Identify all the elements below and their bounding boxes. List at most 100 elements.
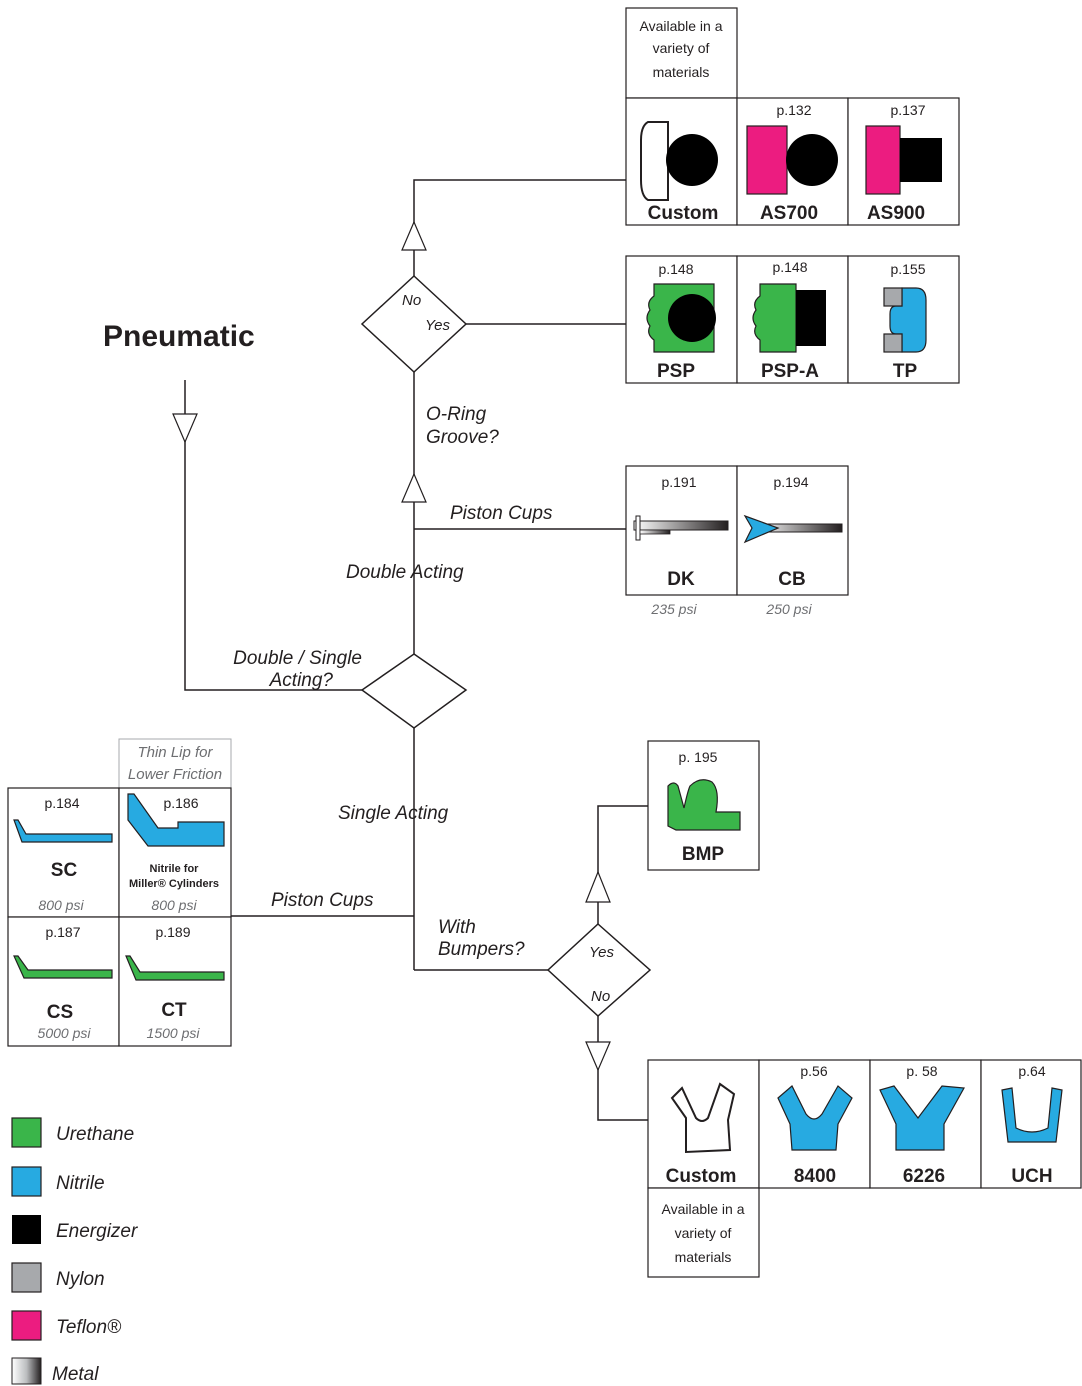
oring-no-label: No bbox=[402, 292, 421, 309]
nitrile-u-cup-icon-uch bbox=[1001, 1087, 1063, 1143]
product-psp-a[interactable]: p.148 PSP-A bbox=[736, 255, 849, 384]
legend-item-urethane: Urethane bbox=[11, 1117, 134, 1148]
svg-text:Urethane: Urethane bbox=[56, 1124, 134, 1145]
svg-text:AS900: AS900 bbox=[867, 203, 925, 224]
svg-text:Teflon®: Teflon® bbox=[56, 1317, 121, 1338]
arrow-down-start bbox=[172, 413, 198, 444]
nitrile-nylon-icon bbox=[883, 287, 927, 353]
product-bmp[interactable]: p. 195 BMP bbox=[647, 740, 760, 871]
arrow-up-to-oring bbox=[401, 472, 427, 503]
arrow-up-bumpers-yes bbox=[585, 870, 611, 903]
line-bumpers-no bbox=[597, 1015, 648, 1121]
svg-text:PSP: PSP bbox=[657, 361, 695, 382]
svg-text:p.184: p.184 bbox=[44, 795, 79, 811]
piston-cups-double-label: Piston Cups bbox=[450, 503, 553, 524]
svg-text:1500 psi: 1500 psi bbox=[147, 1025, 201, 1041]
svg-text:p.64: p.64 bbox=[1018, 1063, 1045, 1079]
svg-text:800 psi: 800 psi bbox=[151, 897, 197, 913]
svg-text:materials: materials bbox=[675, 1249, 732, 1265]
svg-text:PSP-A: PSP-A bbox=[761, 361, 819, 382]
svg-text:p. 195: p. 195 bbox=[679, 749, 718, 765]
svg-text:800 psi: 800 psi bbox=[38, 897, 84, 913]
acting-question-line2: Acting? bbox=[269, 670, 334, 691]
custom-u-cup-icon bbox=[670, 1082, 736, 1154]
metal-cup-icon bbox=[633, 515, 729, 541]
svg-text:TP: TP bbox=[893, 361, 918, 382]
line-bumpers-yes bbox=[597, 805, 648, 934]
dk-psi: 235 psi bbox=[650, 601, 697, 617]
decision-acting: Double / Single Acting? bbox=[233, 648, 468, 729]
line-oring-no bbox=[413, 179, 626, 282]
bumpers-question-line2: Bumpers? bbox=[438, 939, 525, 960]
urethane-cup-icon bbox=[13, 955, 113, 979]
product-as900[interactable]: p.137 AS900 bbox=[847, 97, 960, 226]
svg-text:p.148: p.148 bbox=[658, 261, 693, 277]
legend-item-nylon: Nylon bbox=[11, 1262, 105, 1293]
materials-note-top: Available in a variety of materials bbox=[625, 7, 738, 99]
svg-text:Energizer: Energizer bbox=[56, 1221, 138, 1242]
oring-yes-label: Yes bbox=[425, 317, 451, 334]
bumpers-no-label: No bbox=[591, 988, 610, 1005]
product-as700[interactable]: p.132 AS700 bbox=[736, 97, 849, 226]
oring-question-line1: O-Ring bbox=[426, 404, 487, 425]
arrow-up-oring-no bbox=[401, 220, 427, 251]
product-8400[interactable]: p.56 8400 bbox=[758, 1059, 871, 1189]
svg-text:8400: 8400 bbox=[794, 1166, 836, 1187]
svg-text:p.187: p.187 bbox=[45, 924, 80, 940]
svg-text:Nylon: Nylon bbox=[56, 1269, 105, 1290]
nitrile-u-cup-icon-6226 bbox=[879, 1085, 965, 1151]
urethane-cup-icon-ct bbox=[125, 955, 225, 981]
legend-item-nitrile: Nitrile bbox=[11, 1166, 105, 1197]
oring-question-line2: Groove? bbox=[426, 427, 499, 448]
custom-oring-icon bbox=[640, 121, 718, 201]
line-start-to-acting bbox=[184, 380, 362, 691]
nitrile-metal-cup-icon bbox=[743, 514, 843, 544]
piston-cups-single-label: Piston Cups bbox=[271, 890, 374, 911]
urethane-square-icon bbox=[752, 283, 826, 353]
svg-text:p.132: p.132 bbox=[776, 102, 811, 118]
svg-text:BMP: BMP bbox=[682, 844, 725, 865]
cb-psi: 250 psi bbox=[765, 601, 812, 617]
nitrile-u-cup-icon bbox=[777, 1085, 853, 1151]
svg-text:Miller® Cylinders: Miller® Cylinders bbox=[129, 878, 219, 890]
svg-text:Custom: Custom bbox=[666, 1166, 737, 1187]
acting-question-line1: Double / Single bbox=[233, 648, 362, 669]
svg-text:Nitrile: Nitrile bbox=[56, 1173, 105, 1194]
svg-text:p.155: p.155 bbox=[890, 261, 925, 277]
svg-text:CT: CT bbox=[161, 1000, 187, 1021]
nitrile-thin-lip-icon bbox=[127, 793, 225, 847]
svg-text:Custom: Custom bbox=[648, 203, 719, 224]
product-ct[interactable]: p.189 CT 1500 psi bbox=[118, 916, 232, 1047]
svg-text:5000 psi: 5000 psi bbox=[38, 1025, 92, 1041]
product-cb[interactable]: p.194 CB bbox=[736, 465, 849, 596]
legend-item-energizer: Energizer bbox=[12, 1215, 138, 1244]
product-custom-top[interactable]: Custom bbox=[625, 97, 738, 226]
svg-text:p. 58: p. 58 bbox=[906, 1063, 937, 1079]
product-miller[interactable]: p.186 Nitrile for Miller® Cylinders 800 … bbox=[118, 787, 232, 918]
product-cs[interactable]: p.187 CS 5000 psi bbox=[7, 916, 120, 1047]
svg-text:variety of: variety of bbox=[675, 1225, 732, 1241]
svg-text:DK: DK bbox=[667, 569, 695, 590]
product-uch[interactable]: p.64 UCH bbox=[980, 1059, 1082, 1189]
svg-text:Metal: Metal bbox=[52, 1364, 99, 1385]
product-tp[interactable]: p.155 TP bbox=[847, 255, 960, 384]
legend: Urethane Nitrile Energizer Nylon Teflon®… bbox=[11, 1117, 138, 1385]
svg-text:CB: CB bbox=[778, 569, 805, 590]
svg-text:materials: materials bbox=[653, 64, 710, 80]
teflon-oring-icon bbox=[746, 125, 838, 195]
svg-text:Available in a: Available in a bbox=[661, 1201, 744, 1217]
product-dk[interactable]: p.191 DK bbox=[625, 465, 738, 596]
product-psp[interactable]: p.148 PSP bbox=[625, 255, 738, 384]
teflon-square-icon bbox=[865, 125, 942, 195]
svg-text:p.137: p.137 bbox=[890, 102, 925, 118]
nitrile-cup-icon bbox=[13, 819, 113, 843]
bumpers-yes-label: Yes bbox=[589, 944, 615, 961]
svg-text:p.191: p.191 bbox=[661, 474, 696, 490]
legend-item-teflon: Teflon® bbox=[11, 1310, 121, 1341]
product-custom-bottom[interactable]: Custom bbox=[647, 1059, 760, 1189]
product-sc[interactable]: p.184 SC 800 psi bbox=[7, 787, 120, 918]
urethane-bumper-icon bbox=[667, 779, 741, 831]
legend-item-metal: Metal bbox=[11, 1357, 99, 1385]
product-6226[interactable]: p. 58 6226 bbox=[869, 1059, 982, 1189]
